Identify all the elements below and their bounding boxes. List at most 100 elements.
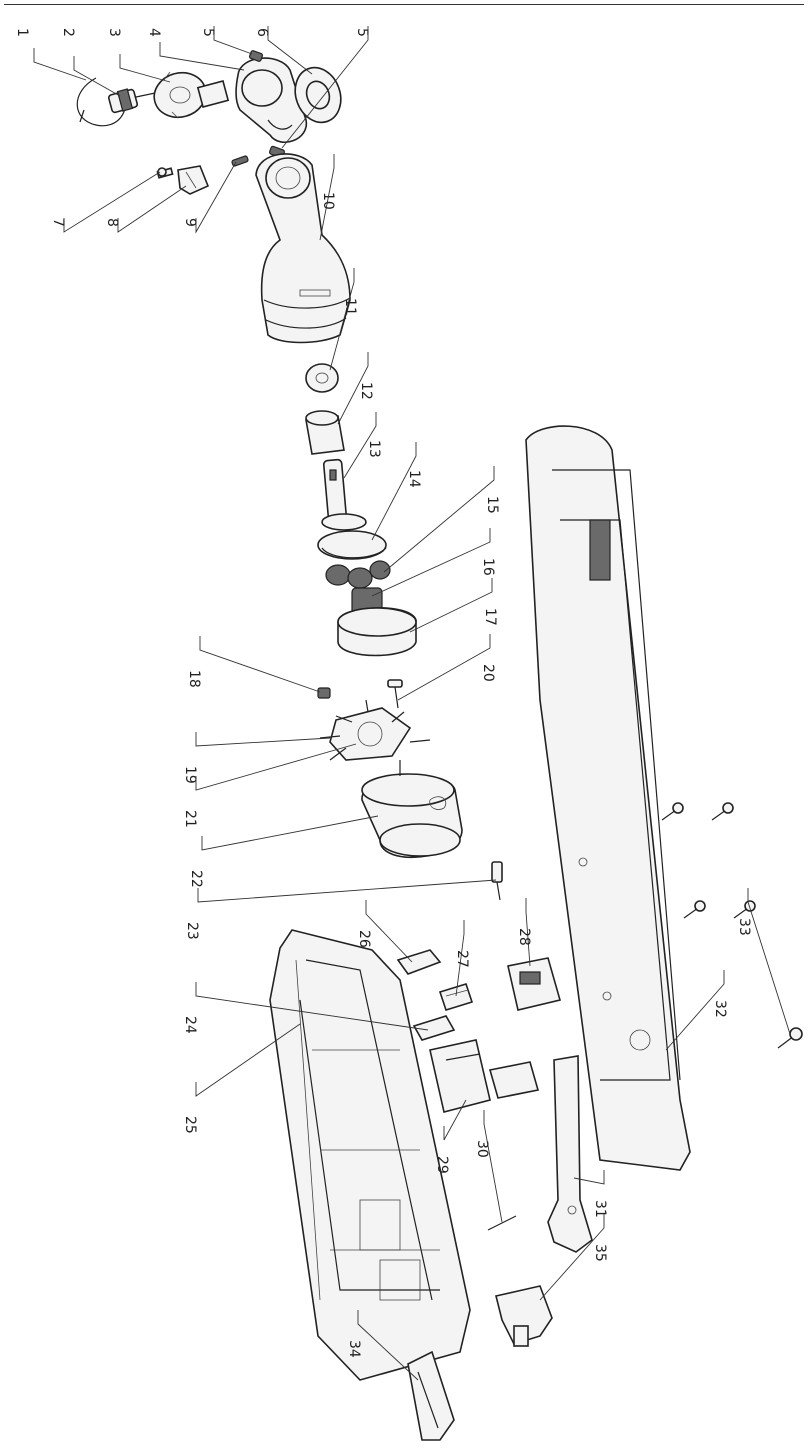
part-pin-upper <box>248 50 264 62</box>
callout-3: 3 <box>106 28 171 83</box>
callout-leader <box>63 171 161 233</box>
callout-number: 23 <box>184 922 200 940</box>
callout-16: 16 <box>371 528 496 597</box>
callout-15: 15 <box>383 466 500 573</box>
callout-27: 27 <box>454 920 470 997</box>
part-metal-strip <box>547 1055 593 1253</box>
callout-leader <box>201 815 379 851</box>
callout-leader <box>119 54 171 83</box>
part-bolt-18 <box>317 687 331 699</box>
callout-leader <box>573 1170 605 1185</box>
callout-19: 19 <box>182 732 331 784</box>
part-planet-gears <box>325 560 391 589</box>
callout-leader <box>213 26 253 55</box>
part-controller <box>429 1039 540 1113</box>
callout-leader <box>281 26 369 149</box>
callout-number: 13 <box>366 440 382 458</box>
callout-number: 10 <box>320 192 336 210</box>
part-lever <box>177 165 210 195</box>
callout-28: 28 <box>516 898 532 967</box>
part-housing-right <box>525 425 691 1171</box>
callout-leader <box>199 636 321 693</box>
callout-number: 30 <box>474 1140 490 1158</box>
part-carrier <box>317 530 387 560</box>
part-gear-housing <box>255 153 351 344</box>
part-rod-pin <box>487 1215 517 1231</box>
callout-number: 33 <box>736 918 752 936</box>
callout-number: 16 <box>480 558 496 576</box>
part-battery-latch <box>495 1285 553 1347</box>
callout-leader <box>383 466 495 573</box>
callout-number: 25 <box>182 1116 198 1134</box>
callout-leader <box>267 26 313 75</box>
callout-leader <box>195 982 429 1031</box>
callout-number: 26 <box>356 930 372 948</box>
callout-number: 21 <box>182 810 198 828</box>
diagram-frame <box>4 4 804 1444</box>
callout-leader <box>665 970 725 1051</box>
callout-number: 1 <box>14 28 30 37</box>
callout-13: 13 <box>343 412 382 479</box>
callout-leader <box>195 732 331 747</box>
callout-number: 34 <box>346 1340 362 1358</box>
part-housing-screws <box>661 802 756 919</box>
callout-number: 20 <box>480 664 496 682</box>
callout-number: 32 <box>712 1000 728 1018</box>
callout-34: 34 <box>346 1310 419 1381</box>
callout-number: 5 <box>200 28 216 37</box>
callout-leader <box>455 920 465 997</box>
callout-30: 30 <box>474 1110 503 1223</box>
callout-24: 24 <box>182 982 429 1034</box>
callout-leader <box>343 412 377 479</box>
callout-35: 35 <box>539 1214 608 1301</box>
part-bushing <box>305 410 345 455</box>
callout-leader <box>525 898 531 967</box>
callout-32: 32 <box>665 970 728 1051</box>
callout-leader <box>159 42 245 71</box>
callout-number: 4 <box>146 28 162 37</box>
callout-leader <box>195 1023 301 1097</box>
callout-number: 27 <box>454 950 470 968</box>
callout-18: 18 <box>186 636 321 693</box>
part-ring-gear <box>337 587 417 657</box>
part-washer <box>294 66 342 124</box>
callout-9: 9 <box>182 161 237 234</box>
callout-5: 5 <box>200 26 253 55</box>
callout-number: 19 <box>182 766 198 784</box>
callout-leader <box>747 888 791 1035</box>
callout-number: 9 <box>182 218 198 227</box>
callout-leader <box>33 48 87 81</box>
part-anvil-pin <box>107 88 161 114</box>
callout-25: 25 <box>182 1023 301 1134</box>
part-contact-plate <box>412 1015 456 1041</box>
callout-number: 14 <box>406 470 422 488</box>
callout-number: 8 <box>104 218 120 227</box>
callout-12: 12 <box>337 352 374 425</box>
callout-leader <box>337 352 369 425</box>
callout-number: 24 <box>182 1016 198 1034</box>
part-nut <box>305 363 339 393</box>
part-motor <box>361 760 463 859</box>
callout-leader <box>329 268 355 371</box>
callout-number: 7 <box>50 218 66 227</box>
callout-leader <box>483 1110 503 1223</box>
callout-5: 5 <box>281 26 370 149</box>
callout-2: 2 <box>60 28 121 97</box>
callout-7: 7 <box>50 171 161 233</box>
part-screw-33 <box>777 1027 803 1049</box>
callout-leader <box>319 154 335 241</box>
part-anvil <box>153 71 230 119</box>
callout-number: 35 <box>592 1244 608 1262</box>
callout-11: 11 <box>329 268 358 371</box>
callout-leader <box>397 634 491 701</box>
callout-number: 31 <box>592 1200 608 1218</box>
callout-20: 20 <box>397 634 496 701</box>
callout-17: 17 <box>409 578 498 633</box>
callout-leader <box>117 185 187 233</box>
part-belt-clip <box>407 1350 455 1441</box>
callout-leader <box>195 161 237 234</box>
part-motor-plate <box>319 699 431 761</box>
callout-leader <box>73 56 121 97</box>
